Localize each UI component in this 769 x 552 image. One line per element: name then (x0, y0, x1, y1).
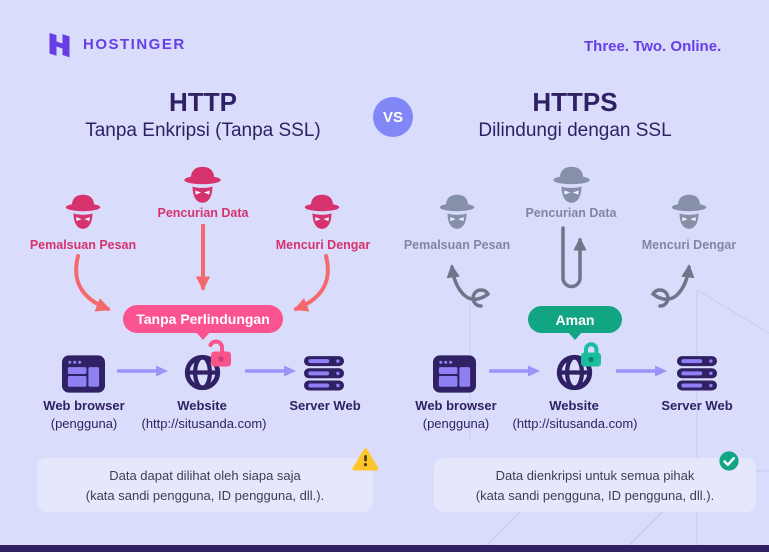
no-protection-badge: Tanpa Perlindungan (123, 305, 283, 333)
threat-label: Pencurian Data (157, 206, 249, 220)
note-line2: (kata sandi pengguna, ID pengguna, dll.)… (85, 487, 325, 503)
threat-label: Pencurian Data (525, 206, 617, 220)
bounce-arrow-center (561, 226, 587, 289)
note-line1: Data dienkripsi untuk semua pihak (495, 468, 695, 483)
threat-label: Pemalsuan Pesan (403, 238, 511, 252)
open-lock-icon (203, 339, 233, 369)
brand-name: HOSTINGER (83, 36, 186, 53)
https-subtitle: Dilindungi dengan SSL (478, 119, 672, 141)
attack-arrow-right (293, 254, 330, 312)
check-icon (719, 451, 739, 471)
flow-arrow (616, 365, 667, 377)
server-icon (304, 356, 344, 391)
https-title: HTTPS (532, 87, 618, 117)
tagline: Three. Two. Online. (584, 38, 722, 55)
flow-arrow (245, 365, 296, 377)
attack-arrow-center (195, 224, 211, 291)
bounce-arrow-left (446, 264, 491, 308)
closed-lock-icon (578, 339, 604, 369)
badge-pointer (195, 331, 211, 340)
node-label: Website (177, 398, 227, 413)
http-subtitle: Tanpa Enkripsi (Tanpa SSL) (85, 119, 321, 141)
warning-icon (352, 448, 379, 471)
note-line2: (kata sandi pengguna, ID pengguna, dll.)… (475, 487, 715, 503)
note-box-https: Data dienkripsi untuk semua pihak (kata … (434, 458, 756, 512)
vs-badge: VS (373, 97, 413, 137)
flow-arrow (489, 365, 540, 377)
vs-label: VS (382, 108, 403, 126)
browser-icon (433, 355, 476, 393)
browser-icon (62, 355, 105, 393)
hacker-icon-center (179, 165, 226, 205)
hacker-icon-left (435, 193, 479, 231)
hacker-icon-right (667, 193, 711, 231)
threat-label: Mencuri Dengar (641, 238, 737, 252)
node-sublabel: (pengguna) (422, 416, 490, 431)
bounce-arrow-right (650, 264, 695, 308)
flow-arrow (117, 365, 168, 377)
threat-label: Mencuri Dengar (275, 238, 371, 252)
brand-logo: HOSTINGER (46, 31, 186, 58)
node-sublabel: (http://situsanda.com) (141, 416, 267, 431)
hacker-icon-left (61, 193, 105, 231)
hostinger-logo-icon (49, 33, 70, 58)
node-sublabel: (pengguna) (50, 416, 118, 431)
note-box-http: Data dapat dilihat oleh siapa saja (kata… (37, 458, 373, 512)
badge-pointer (567, 331, 583, 340)
server-icon (677, 356, 717, 391)
note-line1: Data dapat dilihat oleh siapa saja (109, 468, 301, 483)
footer-bar (0, 545, 769, 552)
hacker-icon-right (300, 193, 344, 231)
hacker-icon-center (548, 165, 595, 205)
node-label: Web browser (415, 398, 497, 413)
node-label: Website (549, 398, 599, 413)
https-title-block: HTTPS Dilindungi dengan SSL (430, 88, 720, 141)
node-label: Web browser (43, 398, 125, 413)
node-label: Server Web (661, 398, 733, 413)
node-sublabel: (http://situsanda.com) (512, 416, 638, 431)
node-label: Server Web (289, 398, 361, 413)
threat-label: Pemalsuan Pesan (29, 238, 137, 252)
safe-badge: Aman (528, 306, 622, 333)
http-title: HTTP (169, 87, 237, 117)
http-title-block: HTTP Tanpa Enkripsi (Tanpa SSL) (36, 88, 370, 141)
attack-arrow-left (74, 254, 111, 312)
